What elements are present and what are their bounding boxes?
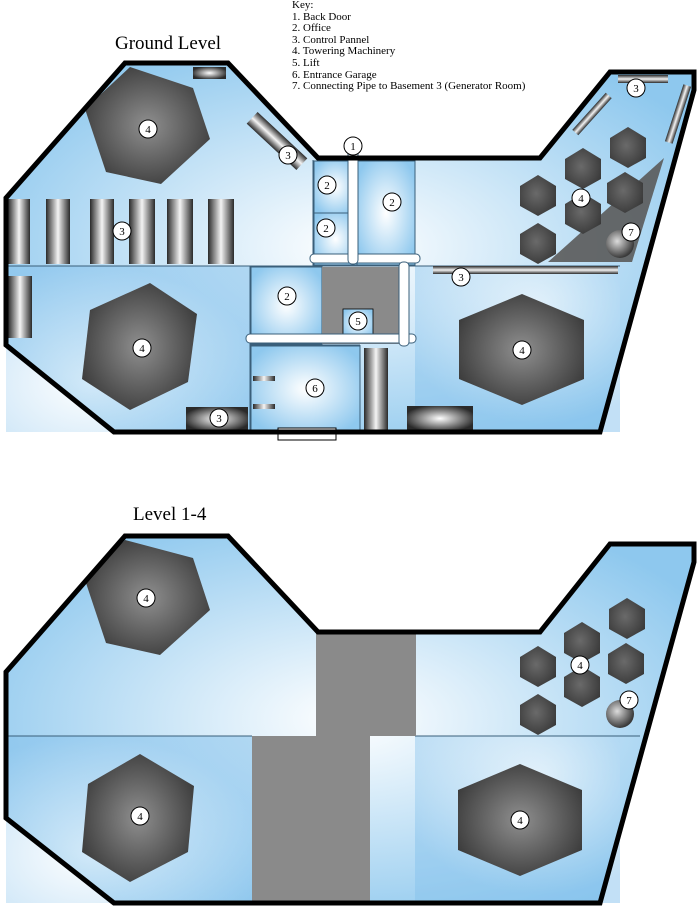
svg-text:3: 3 [458,272,464,284]
svg-text:4: 4 [519,345,525,357]
svg-text:4: 4 [143,593,149,605]
svg-text:4: 4 [145,124,151,136]
legend-key: Key: 1. Back Door 2. Office 3. Control P… [292,0,525,93]
corridor-pipe-vertical-east [398,261,410,347]
svg-text:3: 3 [285,150,291,162]
marker-machinery: 4 [571,188,591,208]
legend-item-machinery: 4. Towering Machinery [292,45,396,58]
marker-machinery: 4 [570,655,590,675]
ground-markers: 1 2 2 2 2 3 3 3 3 3 4 4 4 4 5 6 7 [112,78,646,428]
marker-control-panel: 3 [209,408,229,428]
svg-text:5: 5 [355,316,361,328]
svg-text:1: 1 [350,141,356,153]
ground-level-title: Ground Level [115,33,222,54]
marker-pipe: 7 [619,690,639,710]
office-room-c [356,160,416,266]
ground-outer-wall [3,60,697,435]
marker-office: 2 [382,192,402,212]
svg-text:3: 3 [119,226,125,238]
legend-heading: Key: [292,0,314,11]
svg-text:2: 2 [323,223,329,235]
machinery-cluster-ne [520,127,646,264]
svg-text:3: 3 [216,413,222,425]
svg-text:2: 2 [389,197,395,209]
upper-machinery-cluster-ne [520,598,645,735]
upper-level-title: Level 1-4 [133,504,207,525]
marker-control-panel: 3 [626,78,646,98]
svg-text:4: 4 [577,660,583,672]
marker-control-panel: 3 [451,267,471,287]
control-panel[interactable] [90,199,114,264]
garage-bollard-b [253,404,275,409]
legend-item-pipe: 7. Connecting Pipe to Basement 3 (Genera… [292,80,526,93]
ground-level-plan: 1 2 2 2 2 3 3 3 3 3 4 4 4 4 5 6 7 [3,60,697,441]
control-panel-west-wall[interactable] [8,276,32,338]
marker-office: 2 [277,286,297,306]
svg-text:2: 2 [324,180,330,192]
control-panel-northeast-top[interactable] [618,75,668,83]
control-panel-garage-side[interactable] [364,348,388,431]
control-panel[interactable] [208,199,234,264]
legend-item-back-door: 1. Back Door [292,10,351,23]
control-panel-northeast-diag-b[interactable] [664,84,692,144]
control-panel-north-top[interactable] [193,67,226,79]
corridor-pipe-horizontal [309,253,421,264]
corridor-pipe-lower [245,333,417,344]
svg-text:4: 4 [578,193,584,205]
corridor-pipe-vertical [347,149,359,265]
control-panel-south-mid[interactable] [407,406,473,431]
marker-machinery: 4 [130,806,150,826]
svg-text:2: 2 [284,291,290,303]
control-panel-northeast-diag-a[interactable] [572,92,612,136]
svg-text:6: 6 [312,383,318,395]
marker-control-panel: 3 [112,221,132,241]
legend-item-office: 2. Office [292,22,331,35]
marker-back-door: 1 [343,136,363,156]
office-room-d [250,266,323,345]
control-panel[interactable] [167,199,193,264]
marker-machinery: 4 [512,340,532,360]
svg-text:4: 4 [137,811,143,823]
svg-text:3: 3 [633,83,639,95]
control-panel[interactable] [46,199,70,264]
control-panel-east-bar[interactable] [433,266,618,274]
upper-markers: 4 4 4 4 7 [130,588,639,830]
svg-text:4: 4 [517,815,523,827]
marker-machinery: 4 [136,588,156,608]
svg-text:7: 7 [628,227,634,239]
garage-room [250,345,361,433]
marker-machinery: 4 [132,338,152,358]
control-panel[interactable] [8,199,30,264]
marker-office: 2 [317,175,337,195]
control-panel-bank-west [8,199,234,264]
control-panel[interactable] [129,199,155,264]
upper-level-plan: 4 4 4 4 7 [3,533,697,906]
upper-core-shaft [252,633,416,903]
upper-outer-wall [3,533,697,906]
marker-machinery: 4 [510,810,530,830]
legend-item-garage: 6. Entrance Garage [292,68,377,81]
marker-garage: 6 [305,378,325,398]
marker-pipe: 7 [621,222,641,242]
svg-text:7: 7 [626,695,632,707]
legend-item-control-panel: 3. Control Pannel [292,33,370,46]
svg-text:4: 4 [139,343,145,355]
marker-lift: 5 [348,311,368,331]
garage-bollard-a [253,376,275,381]
marker-machinery: 4 [138,119,158,139]
marker-office: 2 [316,218,336,238]
legend-item-lift: 5. Lift [292,56,320,69]
marker-control-panel: 3 [278,145,298,165]
